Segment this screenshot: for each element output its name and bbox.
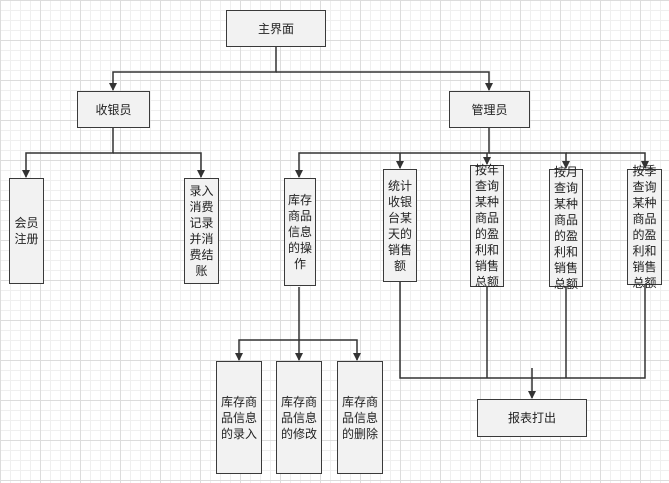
node-cashier: 收银员 <box>77 91 150 128</box>
node-member: 会员注册 <box>9 178 44 284</box>
edge-cashier-record <box>113 152 205 178</box>
edge-main-manager <box>276 71 493 91</box>
node-quarterly: 按季查询某种商品的盈利和销售总额 <box>627 164 662 290</box>
node-delete: 库存商品信息的删除 <box>337 361 383 474</box>
node-main: 主界面 <box>226 10 326 47</box>
edge-quarterly-report <box>532 285 646 379</box>
edge-manager-quarterly <box>566 152 649 169</box>
node-daily: 统计收银台某天的销售额 <box>383 169 417 282</box>
node-record: 录入消费记录并消费结账 <box>184 178 219 284</box>
node-monthly: 按月查询某种商品的盈利和销售总额 <box>549 165 583 291</box>
node-report: 报表打出 <box>477 399 587 437</box>
edge-stock-delete <box>299 339 361 361</box>
node-yearly: 按年查询某种商品的盈利和销售总额 <box>470 163 504 289</box>
edge-stock-add <box>235 287 300 361</box>
edge-main-cashier <box>109 47 277 91</box>
node-edit: 库存商品信息的修改 <box>276 361 322 474</box>
node-add: 库存商品信息的录入 <box>216 361 262 474</box>
node-manager: 管理员 <box>449 91 530 128</box>
edge-cashier-member <box>22 128 114 178</box>
edge-manager-stock <box>295 128 490 178</box>
node-stock: 库存商品信息的操作 <box>284 178 316 286</box>
edge-daily-report <box>399 282 532 379</box>
